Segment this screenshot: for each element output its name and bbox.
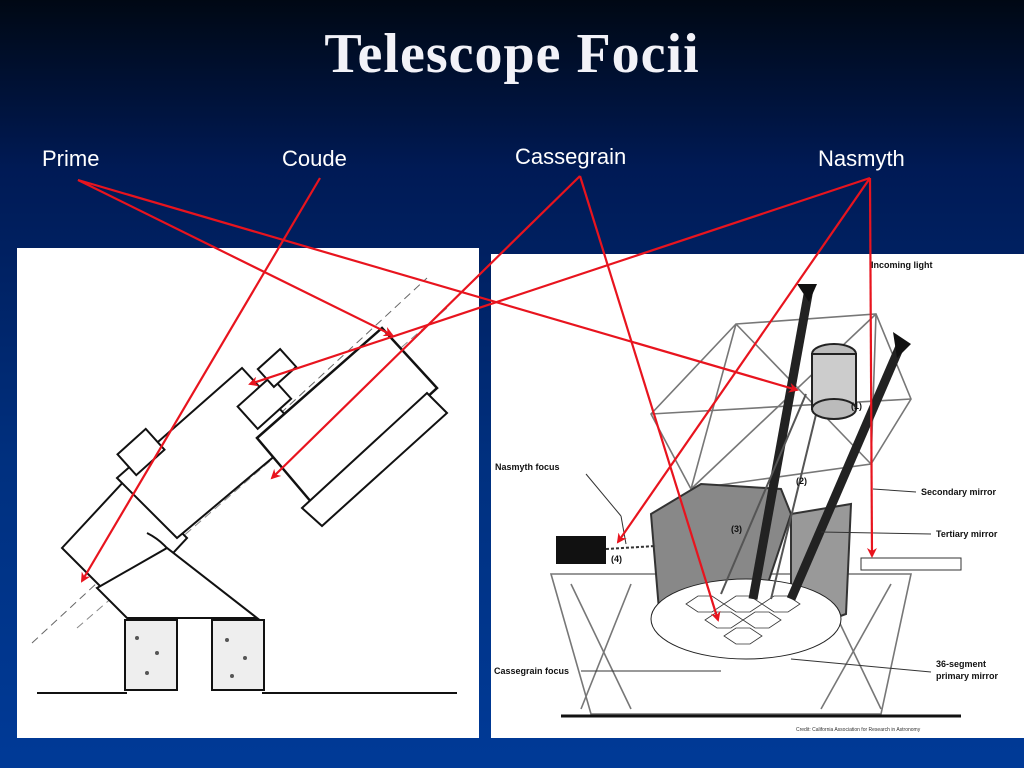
marker-2: (2) (796, 476, 807, 486)
coude-label: Coude (282, 146, 347, 171)
nasmyth-label: Nasmyth (818, 146, 905, 171)
marker-1: (1) (851, 401, 862, 411)
primary-mirror-callout-line2: primary mirror (936, 671, 999, 681)
keck-telescope-drawing: Incoming light Nasmyth focus Secondary m… (494, 260, 999, 733)
slide-title: Telescope Focii (324, 23, 700, 85)
cassegrain-focus-callout: Cassegrain focus (494, 666, 569, 676)
primary-mirror-callout-line1: 36-segment (936, 659, 986, 669)
image-credit: Credit: California Association for Resea… (796, 727, 921, 733)
keck-telescope-diagram: Incoming light Nasmyth focus Secondary m… (491, 254, 1024, 738)
prime-label: Prime (42, 146, 100, 171)
tertiary-mirror-callout: Tertiary mirror (936, 529, 998, 539)
incoming-light-callout: Incoming light (871, 260, 933, 270)
cassegrain-label: Cassegrain (515, 144, 627, 169)
equatorial-telescope-drawing (31, 277, 457, 694)
marker-4: (4) (611, 554, 622, 564)
marker-3: (3) (731, 524, 742, 534)
secondary-mirror-callout: Secondary mirror (921, 487, 997, 497)
equatorial-telescope-diagram (17, 248, 479, 738)
nasmyth-focus-callout: Nasmyth focus (495, 462, 560, 472)
